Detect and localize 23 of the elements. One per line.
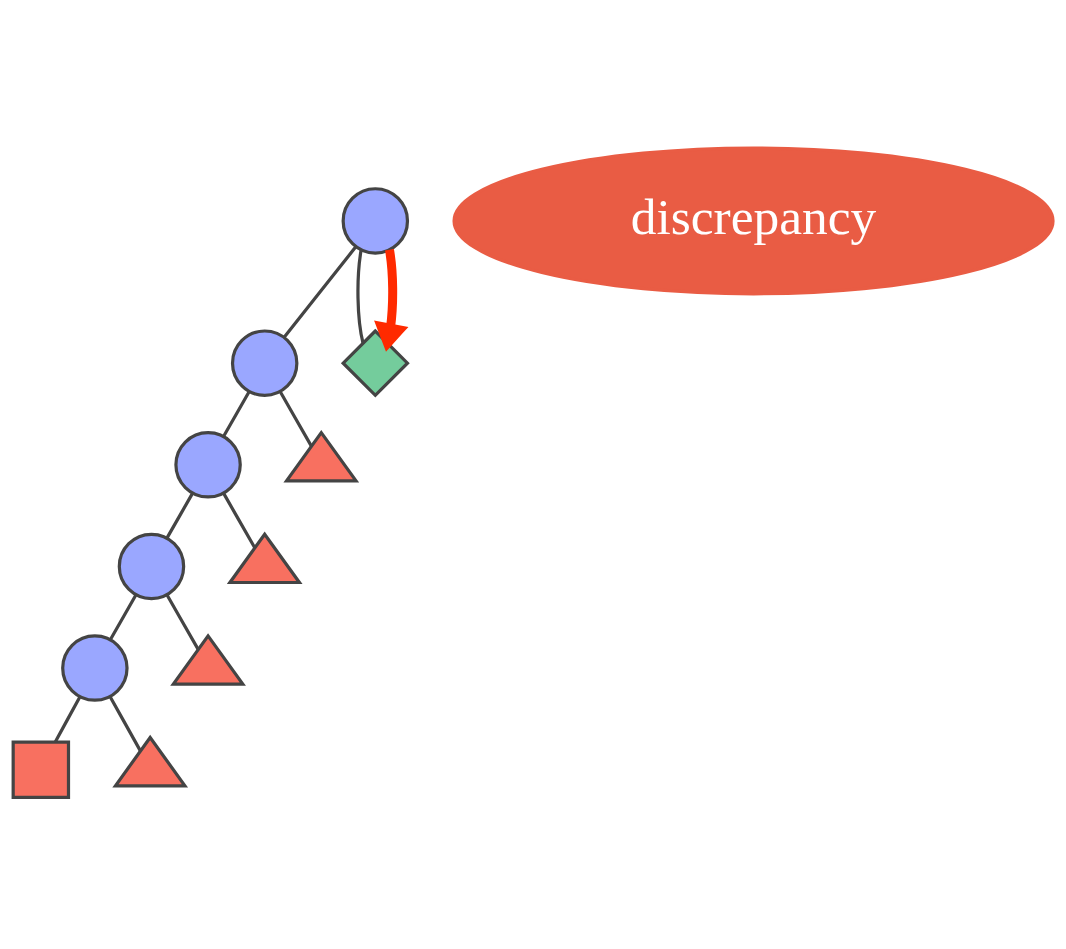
connector [108, 695, 142, 751]
node-circle [117, 532, 186, 600]
node-diamond [340, 328, 410, 398]
connector [108, 593, 138, 641]
node-ellipse: discrepancy [452, 145, 1055, 295]
node-triangle [283, 429, 360, 482]
node-circle [174, 430, 242, 499]
node-circle [341, 186, 410, 255]
connector [356, 249, 365, 344]
node-triangle [170, 632, 246, 686]
arrow [374, 248, 409, 352]
connector [165, 491, 194, 539]
connector [53, 695, 82, 743]
node-circle [61, 633, 129, 702]
node-triangle [112, 734, 189, 787]
node-box [11, 739, 71, 799]
connector [222, 390, 251, 437]
node-triangle [226, 531, 303, 584]
node-circle [230, 328, 299, 397]
connector [165, 593, 200, 650]
connector [222, 491, 257, 549]
connector [283, 245, 358, 338]
connector [278, 390, 313, 447]
